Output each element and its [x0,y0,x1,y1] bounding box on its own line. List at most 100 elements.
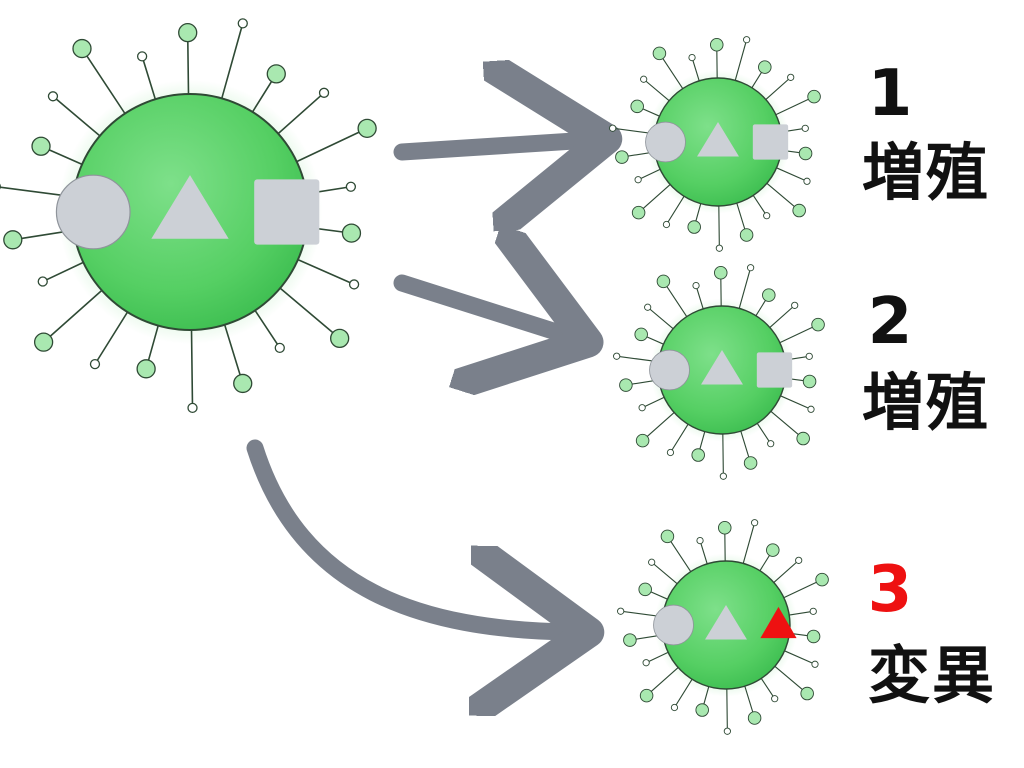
spike-tip [806,629,821,644]
spike-tip [31,136,51,156]
square-marker-icon [752,124,789,160]
spike-tip [634,176,642,184]
spike-tip [715,244,723,252]
spike-tip [723,727,731,735]
spike-tip [266,64,286,84]
spike-tip [318,87,330,98]
outcome-3-label: 変異 [867,639,996,712]
spike [772,96,815,117]
spike-tip [345,181,357,192]
mutated-triangle-marker-icon [760,606,797,639]
spike-tip [635,433,650,448]
spike-tip [660,529,675,544]
spike [773,166,808,182]
spike [772,664,808,695]
outcome-2-label: 増殖 [861,366,990,439]
child-virus-3-icon [617,519,829,735]
spike-tip [237,18,248,29]
spike-tip [178,23,198,43]
spike [275,284,341,340]
spike [718,202,720,249]
spike [665,193,687,226]
spike [42,286,107,343]
spike-tip [666,448,675,457]
parent-virus-icon [0,18,377,414]
spike-tip [751,519,759,527]
spike-tip [357,118,377,139]
spike-tip [739,228,754,242]
spike [755,420,772,445]
spike [733,39,748,84]
spike-tip [719,472,727,480]
outcome-3-number: 3 [867,553,913,627]
spike-tip [695,703,709,717]
spike-tip [815,572,829,587]
spike-tip [644,303,652,311]
spike-tip [631,205,646,220]
spike-tip [811,317,825,332]
spike-tip [795,556,803,564]
circle-marker-icon [653,604,694,646]
spike-tip [800,686,814,701]
spike [695,285,705,312]
spike [786,610,814,617]
spike-tip [341,223,362,243]
spike [52,95,105,140]
spike-tip [709,37,724,52]
spike-tip [37,276,48,287]
spike [666,535,693,575]
spike-tip [640,75,648,83]
spike [759,675,776,700]
spike-tip [187,402,198,414]
spike [186,31,190,100]
spike-tip [692,281,700,290]
arrow-to-outcome-3 [246,439,572,632]
spike-tip [802,374,817,389]
spike [699,540,709,567]
spike-tip [696,536,704,545]
spike [691,57,701,84]
spike-tip [72,38,92,59]
spike [781,649,816,665]
spike-tip [3,230,23,250]
circle-marker-icon [645,121,686,163]
spike [646,665,681,697]
spike-tip [809,607,817,615]
child-virus-1-icon [609,36,821,252]
spike-tip [623,633,637,647]
spike [641,395,668,409]
spike-tip [348,279,360,290]
spike-tip [807,405,815,413]
child-virus-2-icon [613,264,825,480]
spike [673,676,695,709]
spike-tip [274,342,285,354]
arrow-to-outcome-1 [393,140,590,152]
spike-tip [617,607,625,615]
spike [763,76,792,102]
spike-tip [656,274,671,289]
spike-tip [639,688,654,703]
spike [219,22,244,104]
spike [726,685,728,732]
spike [767,304,796,330]
spike [141,55,158,105]
spike-tip [811,660,819,668]
spike [771,559,800,585]
spike-tip [615,150,629,164]
spike [662,280,689,320]
spike [741,522,756,567]
spike [647,306,676,331]
spike [751,192,768,217]
spike-tip [687,220,701,234]
spike-tip [792,203,806,218]
spike-tip [638,404,646,412]
spike [777,394,812,410]
triangle-marker-icon [151,175,229,239]
outcome-1-number: 1 [867,57,913,131]
spike [291,127,368,165]
spike [41,259,89,283]
spike-tip [619,378,633,392]
spike-tip [652,46,667,61]
spike-tip [763,212,771,220]
spike [643,78,672,103]
